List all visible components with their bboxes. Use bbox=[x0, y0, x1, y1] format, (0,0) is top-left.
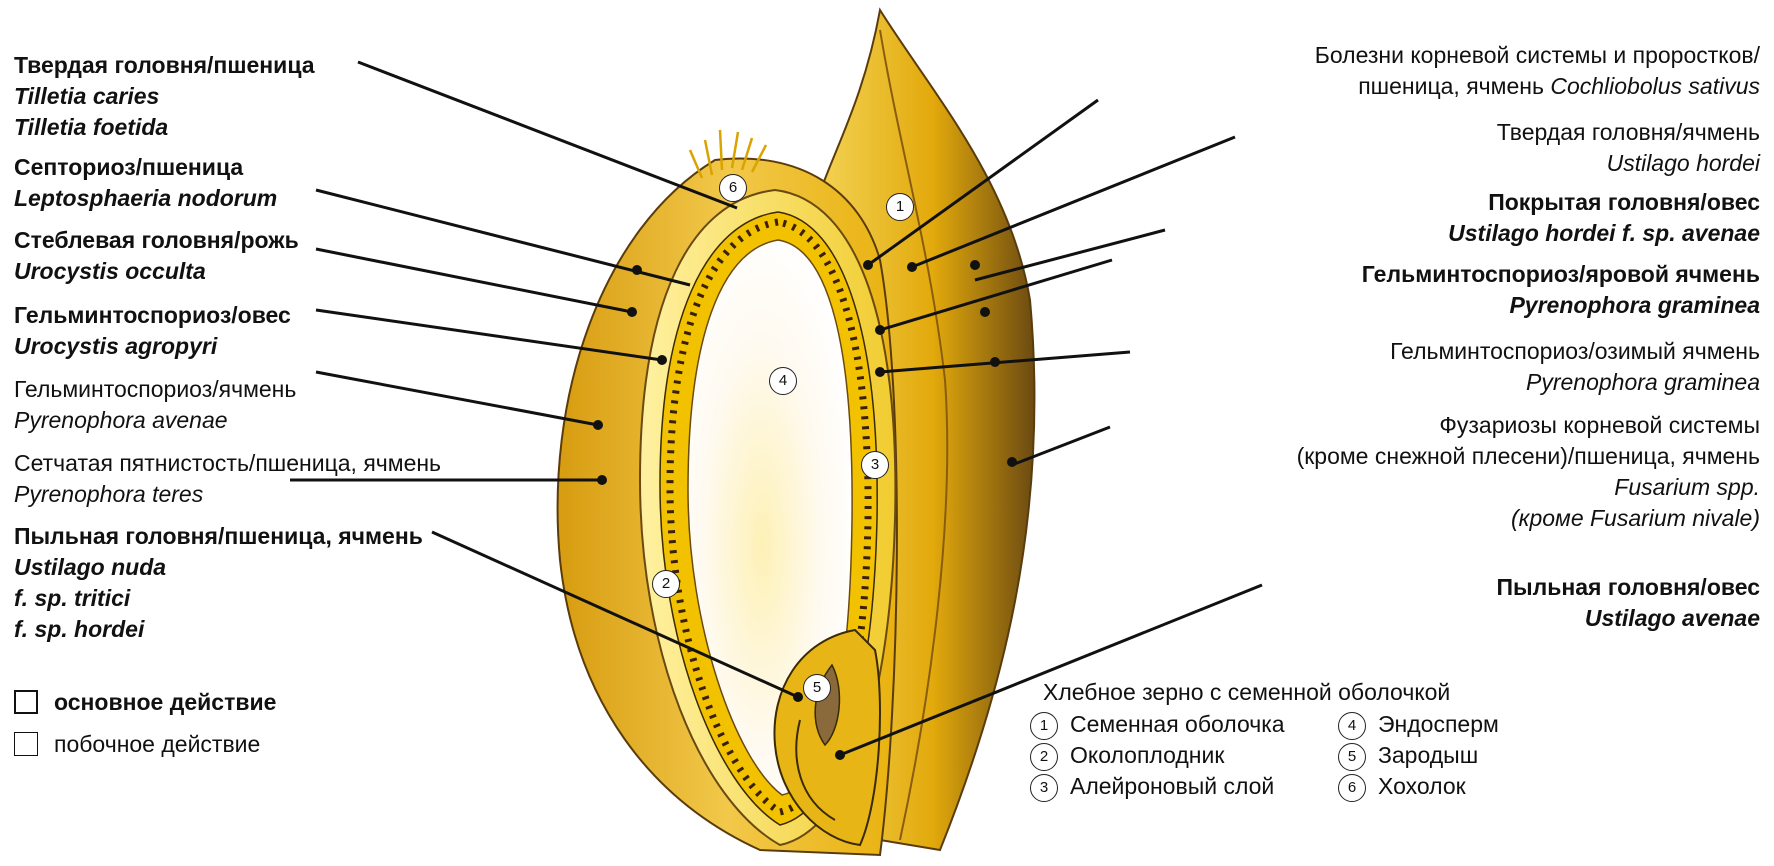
right-label-group-6: Фузариозы корневой системы (кроме снежно… bbox=[1297, 410, 1760, 534]
secondary-effect-box bbox=[14, 732, 38, 756]
label-line: Ustilago avenae bbox=[1496, 603, 1760, 634]
left-label-group-3: Стеблевая головня/рожь Urocystis occulta bbox=[14, 225, 299, 287]
right-label-group-7: Пыльная головня/овес Ustilago avenae bbox=[1496, 572, 1760, 634]
label-line: Гельминтоспориоз/озимый ячмень bbox=[1390, 336, 1760, 367]
label-line: Септориоз/пшеница bbox=[14, 152, 277, 183]
left-label-group-7: Пыльная головня/пшеница, ячмень Ustilago… bbox=[14, 521, 423, 645]
label-line: Pyrenophora avenae bbox=[14, 405, 296, 436]
label-line: Ustilago nuda bbox=[14, 552, 423, 583]
label-line: f. sp. tritici bbox=[14, 583, 423, 614]
right-label-group-5: Гельминтоспориоз/озимый ячмень Pyrenopho… bbox=[1390, 336, 1760, 398]
marker-3: 3 bbox=[861, 451, 889, 479]
label-line: Пыльная головня/пшеница, ячмень bbox=[14, 521, 423, 552]
left-label-group-1: Твердая головня/пшеница Tilletia caries … bbox=[14, 50, 315, 143]
marker-5: 5 bbox=[803, 674, 831, 702]
label-line: Urocystis agropyri bbox=[14, 331, 291, 362]
label-line: (кроме снежной плесени)/пшеница, ячмень bbox=[1297, 441, 1760, 472]
parts-legend-label-3: Алейроновый слой bbox=[1070, 771, 1274, 802]
parts-legend-num-6: 6 bbox=[1338, 774, 1366, 802]
label-line: Fusarium spp. bbox=[1297, 472, 1760, 503]
label-line-part: пшеница, ячмень bbox=[1358, 73, 1544, 99]
label-line: Ustilago hordei bbox=[1497, 148, 1760, 179]
marker-1: 1 bbox=[886, 193, 914, 221]
label-line: f. sp. hordei bbox=[14, 614, 423, 645]
left-label-group-4: Гельминтоспориоз/овес Urocystis agropyri bbox=[14, 300, 291, 362]
label-line: Гельминтоспориоз/яровой ячмень bbox=[1362, 259, 1760, 290]
right-label-group-1: Болезни корневой системы и проростков/ п… bbox=[1315, 40, 1760, 102]
label-line: Фузариозы корневой системы bbox=[1297, 410, 1760, 441]
label-line: Твердая головня/пшеница bbox=[14, 50, 315, 81]
label-line: Tilletia foetida bbox=[14, 112, 315, 143]
label-line: (кроме Fusarium nivale) bbox=[1297, 503, 1760, 534]
parts-legend-label-2: Околоплодник bbox=[1070, 740, 1224, 771]
marker-2: 2 bbox=[652, 570, 680, 598]
label-line: Pyrenophora graminea bbox=[1390, 367, 1760, 398]
label-line: Болезни корневой системы и проростков/ bbox=[1315, 40, 1760, 71]
marker-6: 6 bbox=[719, 174, 747, 202]
parts-legend-num-1: 1 bbox=[1030, 712, 1058, 740]
label-line: Гельминтоспориоз/овес bbox=[14, 300, 291, 331]
label-line: Пыльная головня/овес bbox=[1496, 572, 1760, 603]
parts-legend-label-1: Семенная оболочка bbox=[1070, 709, 1285, 740]
left-label-group-6: Сетчатая пятнистость/пшеница, ячмень Pyr… bbox=[14, 448, 441, 510]
parts-legend-num-2: 2 bbox=[1030, 743, 1058, 771]
parts-legend-label-4: Эндосперм bbox=[1378, 709, 1499, 740]
marker-4: 4 bbox=[769, 367, 797, 395]
right-label-group-2: Твердая головня/ячмень Ustilago hordei bbox=[1497, 117, 1760, 179]
label-line: пшеница, ячмень Cochliobolus sativus bbox=[1315, 71, 1760, 102]
label-line: Pyrenophora teres bbox=[14, 479, 441, 510]
label-line: Твердая головня/ячмень bbox=[1497, 117, 1760, 148]
parts-legend-title: Хлебное зерно с семенной оболочкой bbox=[1043, 677, 1450, 708]
parts-legend-num-4: 4 bbox=[1338, 712, 1366, 740]
parts-legend-num-3: 3 bbox=[1030, 774, 1058, 802]
parts-legend-label-5: Зародыш bbox=[1378, 740, 1478, 771]
label-line: Urocystis occulta bbox=[14, 256, 299, 287]
secondary-effect-label: побочное действие bbox=[54, 729, 260, 760]
label-line: Ustilago hordei f. sp. avenae bbox=[1448, 218, 1760, 249]
label-line: Pyrenophora graminea bbox=[1362, 290, 1760, 321]
label-line: Покрытая головня/овес bbox=[1448, 187, 1760, 218]
right-label-group-3: Покрытая головня/овес Ustilago hordei f.… bbox=[1448, 187, 1760, 249]
right-label-group-4: Гельминтоспориоз/яровой ячмень Pyrenopho… bbox=[1362, 259, 1760, 321]
left-label-group-2: Септориоз/пшеница Leptosphaeria nodorum bbox=[14, 152, 277, 214]
primary-effect-box bbox=[14, 690, 38, 714]
label-line: Tilletia caries bbox=[14, 81, 315, 112]
label-line: Стеблевая головня/рожь bbox=[14, 225, 299, 256]
label-line: Сетчатая пятнистость/пшеница, ячмень bbox=[14, 448, 441, 479]
parts-legend-num-5: 5 bbox=[1338, 743, 1366, 771]
left-label-group-5: Гельминтоспориоз/ячмень Pyrenophora aven… bbox=[14, 374, 296, 436]
primary-effect-label: основное действие bbox=[54, 687, 276, 718]
label-line: Гельминтоспориоз/ячмень bbox=[14, 374, 296, 405]
label-line-part-italic: Cochliobolus sativus bbox=[1544, 73, 1760, 99]
label-line: Leptosphaeria nodorum bbox=[14, 183, 277, 214]
parts-legend-label-6: Хохолок bbox=[1378, 771, 1466, 802]
